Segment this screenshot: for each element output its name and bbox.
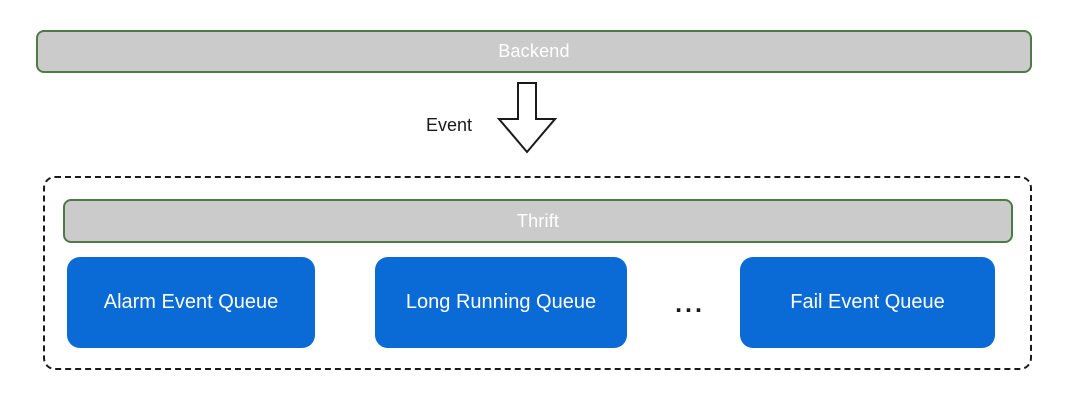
thrift-node-label: Thrift [516,210,560,231]
ellipsis-more-queues: ... [675,290,705,318]
backend-node-label: Backend [498,41,570,61]
queue-node-alarm-event: Alarm Event Queue [67,257,315,348]
down-arrow-icon [496,82,558,154]
thrift-node: Thrift [63,199,1013,243]
thrift-group-container [43,176,1032,370]
queue-node-long-running: Long Running Queue [375,257,627,348]
event-arrow [496,82,558,154]
queue-node-label: Long Running Queue [405,291,597,313]
queue-node-label: Alarm Event Queue [103,291,279,313]
backend-node: Backend [36,30,1032,73]
queue-node-label: Fail Event Queue [790,291,945,313]
queue-node-fail-event: Fail Event Queue [740,257,995,348]
event-label: Event [425,115,472,135]
